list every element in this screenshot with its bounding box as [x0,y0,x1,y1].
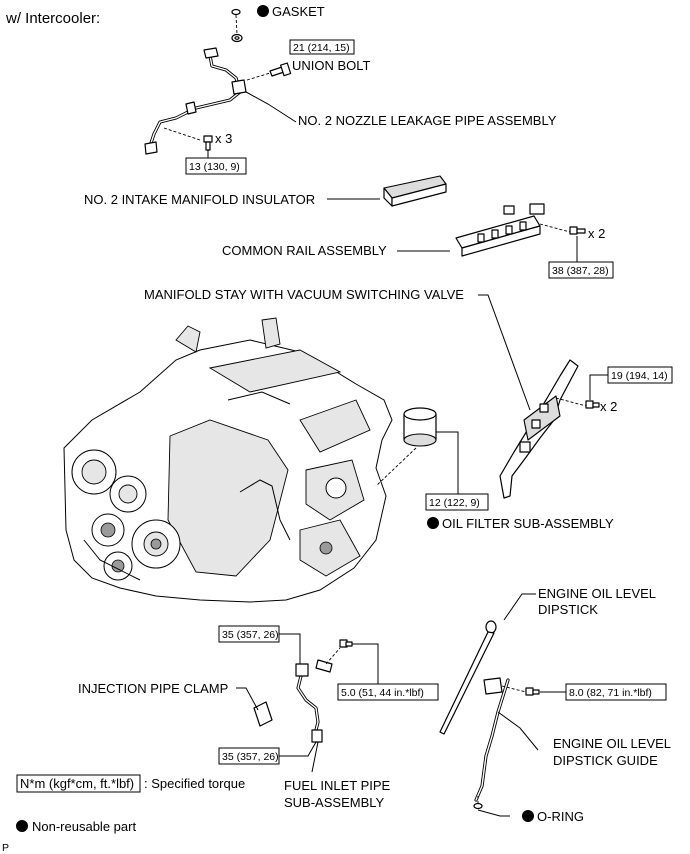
gasket-nonreusable-dot [257,5,269,17]
dipstick-guide-part [473,677,527,810]
legend-torque-text: : Specified torque [144,776,245,791]
dipstick-label-line2: DIPSTICK [538,602,598,617]
manifold-stay-torque-box [607,366,673,384]
nozzle-bolt-part [203,135,213,151]
manifold-stay-torque-leader [589,374,608,400]
clamp-bolt-part [315,639,353,673]
manifold-stay-torque: 19 (194, 14) [611,370,668,382]
common-rail-label: COMMON RAIL ASSEMBLY [222,243,387,258]
legend-torque-box [16,774,141,793]
dipstick-leader [503,593,536,621]
oil-filter-label: OIL FILTER SUB-ASSEMBLY [442,516,614,531]
fuel-inlet-pipe-part [253,663,323,743]
legend-torque-units: N*m (kgf*cm, ft.*lbf) [20,776,134,791]
common-rail-torque-box [548,261,614,279]
clamp-bolt-torque: 5.0 (51, 44 in.*lbf) [341,687,424,699]
oil-filter-nonreusable-dot [427,517,439,529]
nozzle-pipe-torque-box [185,157,247,175]
union-bolt-torque-box [289,39,355,55]
manifold-stay-leader [478,294,531,411]
header-title: w/ Intercooler: [5,10,100,27]
intake-insulator-part [383,175,447,207]
injection-clamp-leader [236,687,259,711]
oring-label: O-RING [537,809,584,824]
common-rail-torque: 38 (387, 28) [552,265,609,277]
gasket-label: GASKET [272,4,325,19]
manifold-stay-bolt-part [585,400,600,409]
manifold-stay-part [499,359,587,499]
fuel-top-torque: 35 (357, 26) [222,629,279,641]
fuel-bottom-torque: 35 (357, 26) [222,751,279,763]
guide-leader [497,711,539,751]
union-bolt-label: UNION BOLT [292,58,371,73]
common-rail-part [455,203,571,257]
oring-leader [477,809,510,817]
manifold-stay-bolt-qty: x 2 [600,399,617,414]
fuel-pipe-leader [311,741,319,773]
legend-nonreusable-text: Non-reusable part [32,819,136,834]
fuel-pipe-label-line1: FUEL INLET PIPE [284,778,391,793]
insulator-label: NO. 2 INTAKE MANIFOLD INSULATOR [84,192,315,207]
gasket-part [231,8,243,43]
guide-bolt-torque-box [565,683,667,701]
oil-filter-torque: 12 (122, 9) [429,497,480,509]
oring-nonreusable-dot [522,810,534,822]
fuel-top-torque-leader [279,633,301,664]
nozzle-pipe-leader [245,91,297,123]
guide-label-line2: DIPSTICK GUIDE [553,753,658,768]
injection-clamp-label: INJECTION PIPE CLAMP [78,681,228,696]
guide-label-line1: ENGINE OIL LEVEL [553,736,671,751]
legend-nonreusable-dot [16,820,28,832]
manifold-stay-label: MANIFOLD STAY WITH VACUUM SWITCHING VALV… [144,287,464,302]
footer-code: P [2,842,9,854]
dipstick-part [439,620,497,735]
guide-bolt-torque: 8.0 (82, 71 in.*lbf) [569,687,652,699]
clamp-torque-leader [352,643,379,684]
fuel-bottom-torque-leader [279,741,317,757]
nozzle-bolt-qty: x 3 [215,131,232,146]
union-bolt-part [246,62,292,81]
fuel-pipe-label-line2: SUB-ASSEMBLY [284,795,385,810]
common-rail-bolt-part [569,226,586,235]
oil-filter-torque-box [425,493,489,511]
nozzle-pipe-label: NO. 2 NOZZLE LEAKAGE PIPE ASSEMBLY [298,113,557,128]
oil-filter-part [375,407,437,487]
clamp-bolt-torque-box [337,683,439,701]
nozzle-leakage-pipe-part [144,47,247,155]
oil-filter-torque-leader [436,431,459,494]
common-rail-bolt-qty: x 2 [588,226,605,241]
engine-illustration [63,317,393,603]
nozzle-pipe-torque: 13 (130, 9) [189,161,240,173]
union-bolt-torque: 21 (214, 15) [293,42,350,54]
dipstick-guide-bolt-part [525,687,540,696]
dipstick-label-line1: ENGINE OIL LEVEL [538,586,656,601]
